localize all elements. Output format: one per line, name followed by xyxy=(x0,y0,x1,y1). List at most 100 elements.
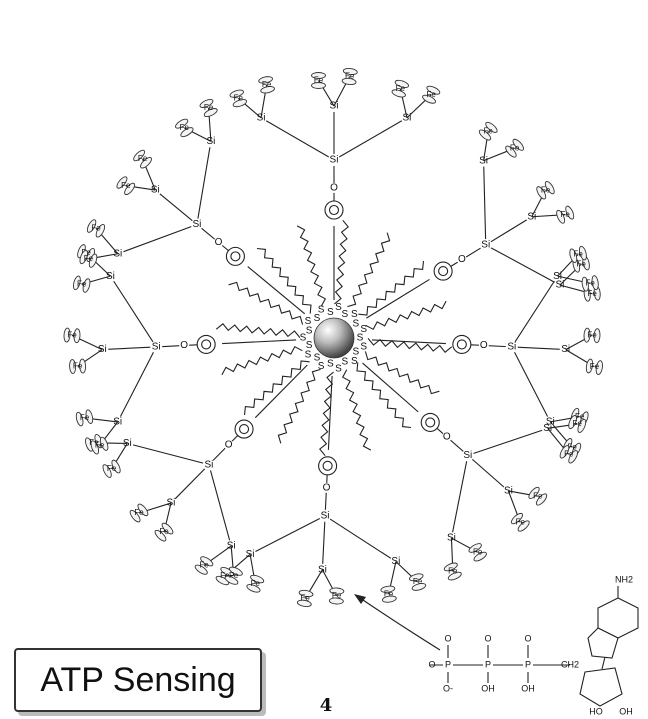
cyclopentadienyl-ring xyxy=(341,77,357,86)
cyclopentadienyl-ring xyxy=(478,129,492,141)
silicon-label: Si xyxy=(543,423,552,434)
silicon-label: Si xyxy=(546,417,555,428)
sulfur-label: S xyxy=(305,316,312,327)
cyclopentadienyl-ring xyxy=(85,409,94,424)
cyclopentadienyl-ring xyxy=(559,445,570,459)
branch-bond xyxy=(511,275,559,348)
phosphorus-mask xyxy=(443,659,453,671)
sulfur-label: S xyxy=(360,341,367,352)
oxygen-label: O xyxy=(323,482,331,493)
phosphorus-label: P xyxy=(525,659,531,669)
ferrocenyl-group: Fe xyxy=(443,562,462,581)
iron-label: Fe xyxy=(73,361,83,370)
cyclopentadienyl-ring xyxy=(137,503,149,517)
branch-bond xyxy=(511,346,551,423)
cyclopentadienyl-ring xyxy=(577,418,587,433)
iron-label: Fe xyxy=(413,577,423,586)
oxygen-label: O xyxy=(330,183,338,194)
phenylene-ring-inner xyxy=(201,339,212,350)
cyclopentadienyl-ring xyxy=(200,556,214,567)
ribose-ch2-label: CH2 xyxy=(561,659,579,669)
cyclopentadienyl-ring xyxy=(568,450,578,464)
cyclopentadienyl-ring xyxy=(544,180,555,195)
ferrocenyl-group: Fe xyxy=(129,503,149,523)
alkanethiol-chains xyxy=(215,219,453,457)
cyclopentadienyl-ring xyxy=(86,219,97,233)
ribose-hydroxyl-label: HO xyxy=(589,706,603,716)
cyclopentadienyl-ring xyxy=(328,597,344,605)
phenylene-ring-inner xyxy=(230,251,241,262)
ribose-hydroxyl-label: OH xyxy=(619,706,633,716)
phenylene-ring-inner xyxy=(456,339,467,350)
branch-bond xyxy=(109,275,157,348)
silicon-mask xyxy=(479,238,492,251)
cyclopentadienyl-ring xyxy=(161,522,174,535)
phenylene-ring xyxy=(433,261,453,281)
oxygen-mask xyxy=(321,482,332,493)
iron-label: Fe xyxy=(234,94,244,103)
iron-label: Fe xyxy=(220,571,230,580)
iron-label: Fe xyxy=(588,289,598,298)
silicon-label: Si xyxy=(479,155,488,166)
cyclopentadienyl-ring xyxy=(409,573,424,582)
phosphate-hydroxyl-label: OH xyxy=(521,683,535,693)
branch-bond xyxy=(333,117,408,161)
sulfur-label: S xyxy=(306,340,313,351)
alkyl-chain xyxy=(228,281,304,325)
iron-label: Fe xyxy=(586,279,596,288)
glycosidic-bond xyxy=(601,656,606,670)
iron-label: Fe xyxy=(314,76,324,85)
cyclopentadienyl-ring xyxy=(535,493,548,506)
sulfur-label: S xyxy=(341,356,348,367)
phenylene-ring xyxy=(318,456,338,476)
iron-label: Fe xyxy=(484,126,494,135)
cyclopentadienyl-ring xyxy=(124,182,136,196)
branch-bond xyxy=(321,515,326,570)
iron-label: Fe xyxy=(448,567,458,576)
silicon-label: Si xyxy=(192,219,201,230)
branch-bond xyxy=(196,141,212,225)
iron-label: Fe xyxy=(427,90,437,99)
arm-linker-bond xyxy=(156,344,198,348)
silicon-label: Si xyxy=(246,549,255,560)
phenylene-ring-inner xyxy=(322,460,333,471)
phenylene-ring xyxy=(452,334,472,354)
branch-bond xyxy=(467,454,509,492)
silicon-label: Si xyxy=(555,280,564,291)
cyclopentadienyl-ring xyxy=(180,127,194,138)
ferrocenyl-group: Fe xyxy=(556,205,575,224)
iron-label: Fe xyxy=(575,412,585,421)
iron-label: Fe xyxy=(77,279,87,288)
silicon-label: Si xyxy=(447,533,456,544)
branch-bond xyxy=(485,216,533,246)
ferrocenyl-group: Fe xyxy=(341,67,358,86)
silicon-label: Si xyxy=(391,556,400,567)
ferrocenyl-group: Fe xyxy=(116,176,136,196)
cyclopentadienyl-ring xyxy=(579,245,587,261)
cyclopentadienyl-ring xyxy=(512,138,524,151)
iron-label: Fe xyxy=(84,254,94,263)
cyclopentadienyl-ring xyxy=(250,574,265,584)
amine-label: NH2 xyxy=(615,574,633,584)
oxygen-label: O xyxy=(225,439,233,450)
silicon-label: Si xyxy=(481,240,490,251)
ferrocenyl-group: Fe xyxy=(102,459,121,478)
oxygen-label: O xyxy=(180,340,188,351)
ferrocenyl-group: Fe xyxy=(86,219,106,238)
silicon-label: Si xyxy=(330,101,339,112)
arm-linker-bond xyxy=(247,266,306,315)
arm-linker-bond xyxy=(196,224,229,252)
cyclopentadienyl-ring xyxy=(232,99,248,108)
silicon-mask xyxy=(190,218,203,231)
ferrocenyl-group: Fe xyxy=(258,76,275,94)
silicon-label: Si xyxy=(106,271,115,282)
cyclopentadienyl-ring xyxy=(426,85,441,95)
silicon-label: Si xyxy=(123,438,132,449)
ferrocenyl-group: Fe xyxy=(568,415,587,433)
silicon-mask xyxy=(505,340,518,353)
sulfur-label: S xyxy=(327,358,334,369)
phenylene-ring-inner xyxy=(239,424,250,435)
ferrocenyl-group: Fe xyxy=(409,573,427,591)
